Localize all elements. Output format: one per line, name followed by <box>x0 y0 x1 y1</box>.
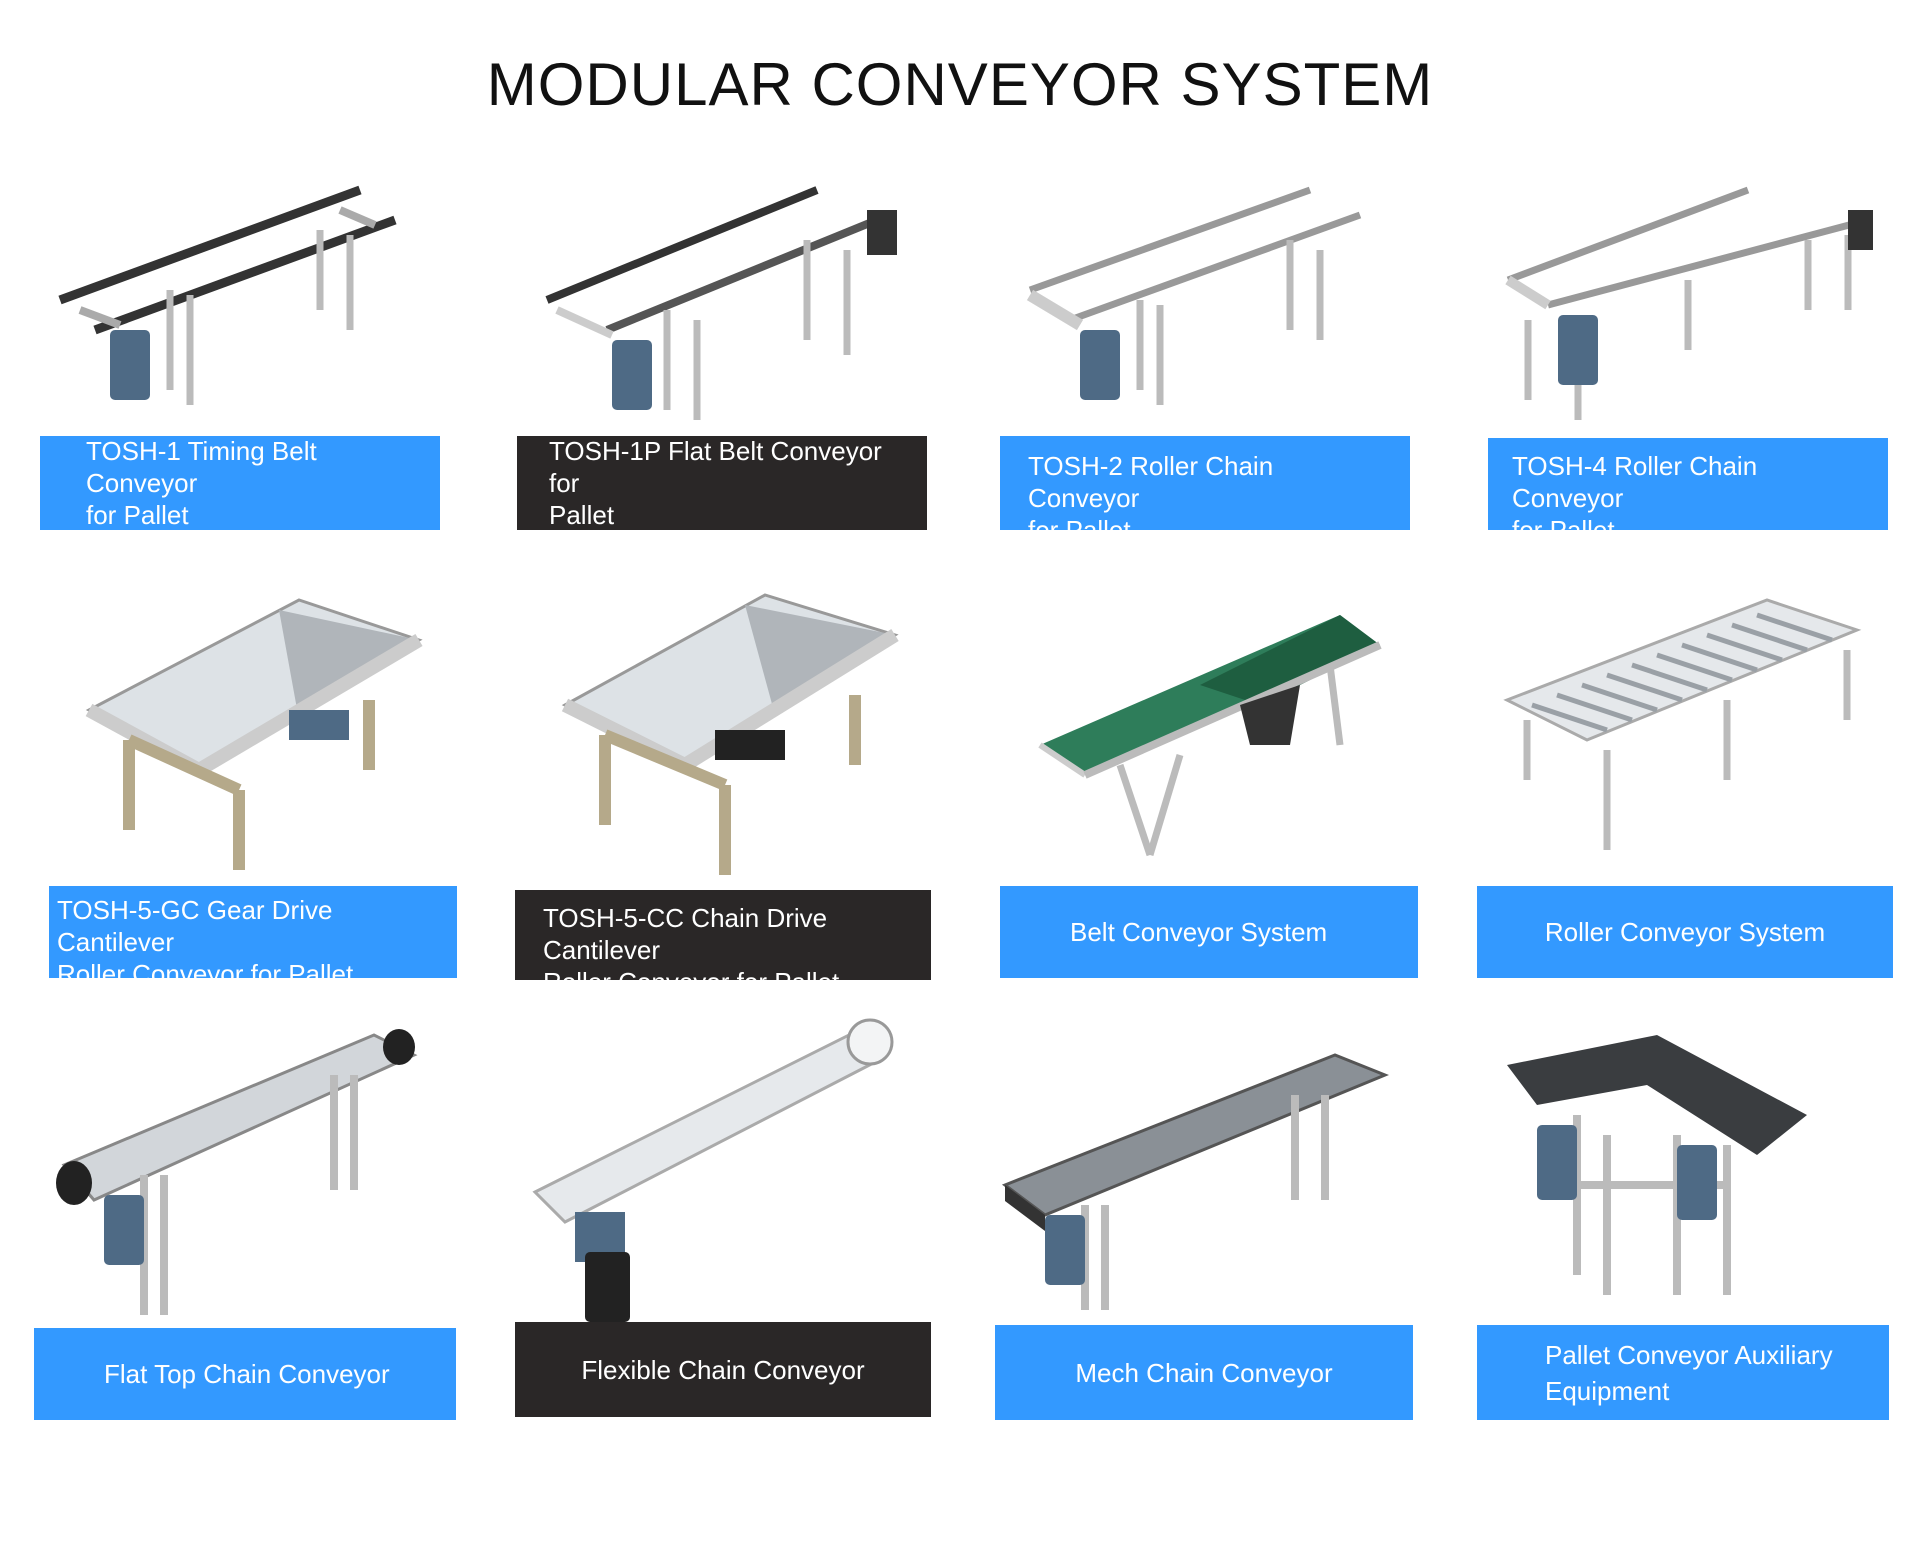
product-label[interactable]: Roller Conveyor System <box>1477 886 1893 978</box>
frame-conveyor-icon <box>1000 180 1410 450</box>
product-label[interactable]: Mech Chain Conveyor <box>995 1325 1413 1420</box>
roller-conveyor-icon <box>1477 590 1893 880</box>
product-card-mech-chain[interactable]: Mech Chain Conveyor <box>995 1035 1413 1420</box>
product-label[interactable]: TOSH-5-GC Gear Drive Cantilever Roller C… <box>49 886 457 989</box>
belt-conveyor-icon <box>1000 595 1418 880</box>
cantilever-table-icon <box>49 580 457 880</box>
product-card-tosh-1p[interactable]: TOSH-1P Flat Belt Conveyor for Pallet <box>517 170 927 530</box>
frame-conveyor-icon <box>517 170 927 440</box>
corner-transfer-icon <box>1477 1025 1889 1325</box>
product-label[interactable]: Pallet Conveyor Auxiliary Equipment <box>1477 1325 1889 1420</box>
cantilever-table-icon <box>515 585 931 885</box>
product-card-tosh-2[interactable]: TOSH-2 Roller Chain Conveyor for Pallet <box>1000 180 1410 545</box>
product-label[interactable]: Belt Conveyor System <box>1000 886 1418 978</box>
chain-conveyor-icon <box>34 1015 456 1325</box>
product-card-tosh-1[interactable]: TOSH-1 Timing Belt Conveyor for Pallet <box>40 170 440 530</box>
product-label[interactable]: TOSH-5-CC Chain Drive Cantilever Roller … <box>515 890 931 997</box>
frame-conveyor-icon <box>1488 180 1888 450</box>
product-card-flat-top-chain[interactable]: Flat Top Chain Conveyor <box>34 1015 456 1420</box>
product-label[interactable]: TOSH-2 Roller Chain Conveyor for Pallet <box>1000 436 1410 545</box>
product-card-auxiliary-equipment[interactable]: Pallet Conveyor Auxiliary Equipment <box>1477 1025 1889 1420</box>
mesh-conveyor-icon <box>995 1035 1413 1325</box>
product-label[interactable]: TOSH-4 Roller Chain Conveyor for Pallet <box>1488 438 1888 545</box>
product-label[interactable]: TOSH-1 Timing Belt Conveyor for Pallet <box>40 436 440 530</box>
product-card-belt-conveyor[interactable]: Belt Conveyor System <box>1000 595 1418 978</box>
product-card-roller-conveyor[interactable]: Roller Conveyor System <box>1477 590 1893 978</box>
product-card-flexible-chain[interactable]: Flexible Chain Conveyor <box>515 1012 931 1417</box>
product-card-tosh-5-cc[interactable]: TOSH-5-CC Chain Drive Cantilever Roller … <box>515 585 931 997</box>
product-card-tosh-4[interactable]: TOSH-4 Roller Chain Conveyor for Pallet <box>1488 180 1888 545</box>
frame-conveyor-icon <box>40 170 440 440</box>
product-label[interactable]: TOSH-1P Flat Belt Conveyor for Pallet <box>517 436 927 530</box>
flexible-chain-icon <box>515 1012 931 1322</box>
product-label[interactable]: Flexible Chain Conveyor <box>515 1322 931 1417</box>
product-label[interactable]: Flat Top Chain Conveyor <box>34 1328 456 1420</box>
product-card-tosh-5-gc[interactable]: TOSH-5-GC Gear Drive Cantilever Roller C… <box>49 580 457 989</box>
page-title: MODULAR CONVEYOR SYSTEM <box>486 51 1434 118</box>
